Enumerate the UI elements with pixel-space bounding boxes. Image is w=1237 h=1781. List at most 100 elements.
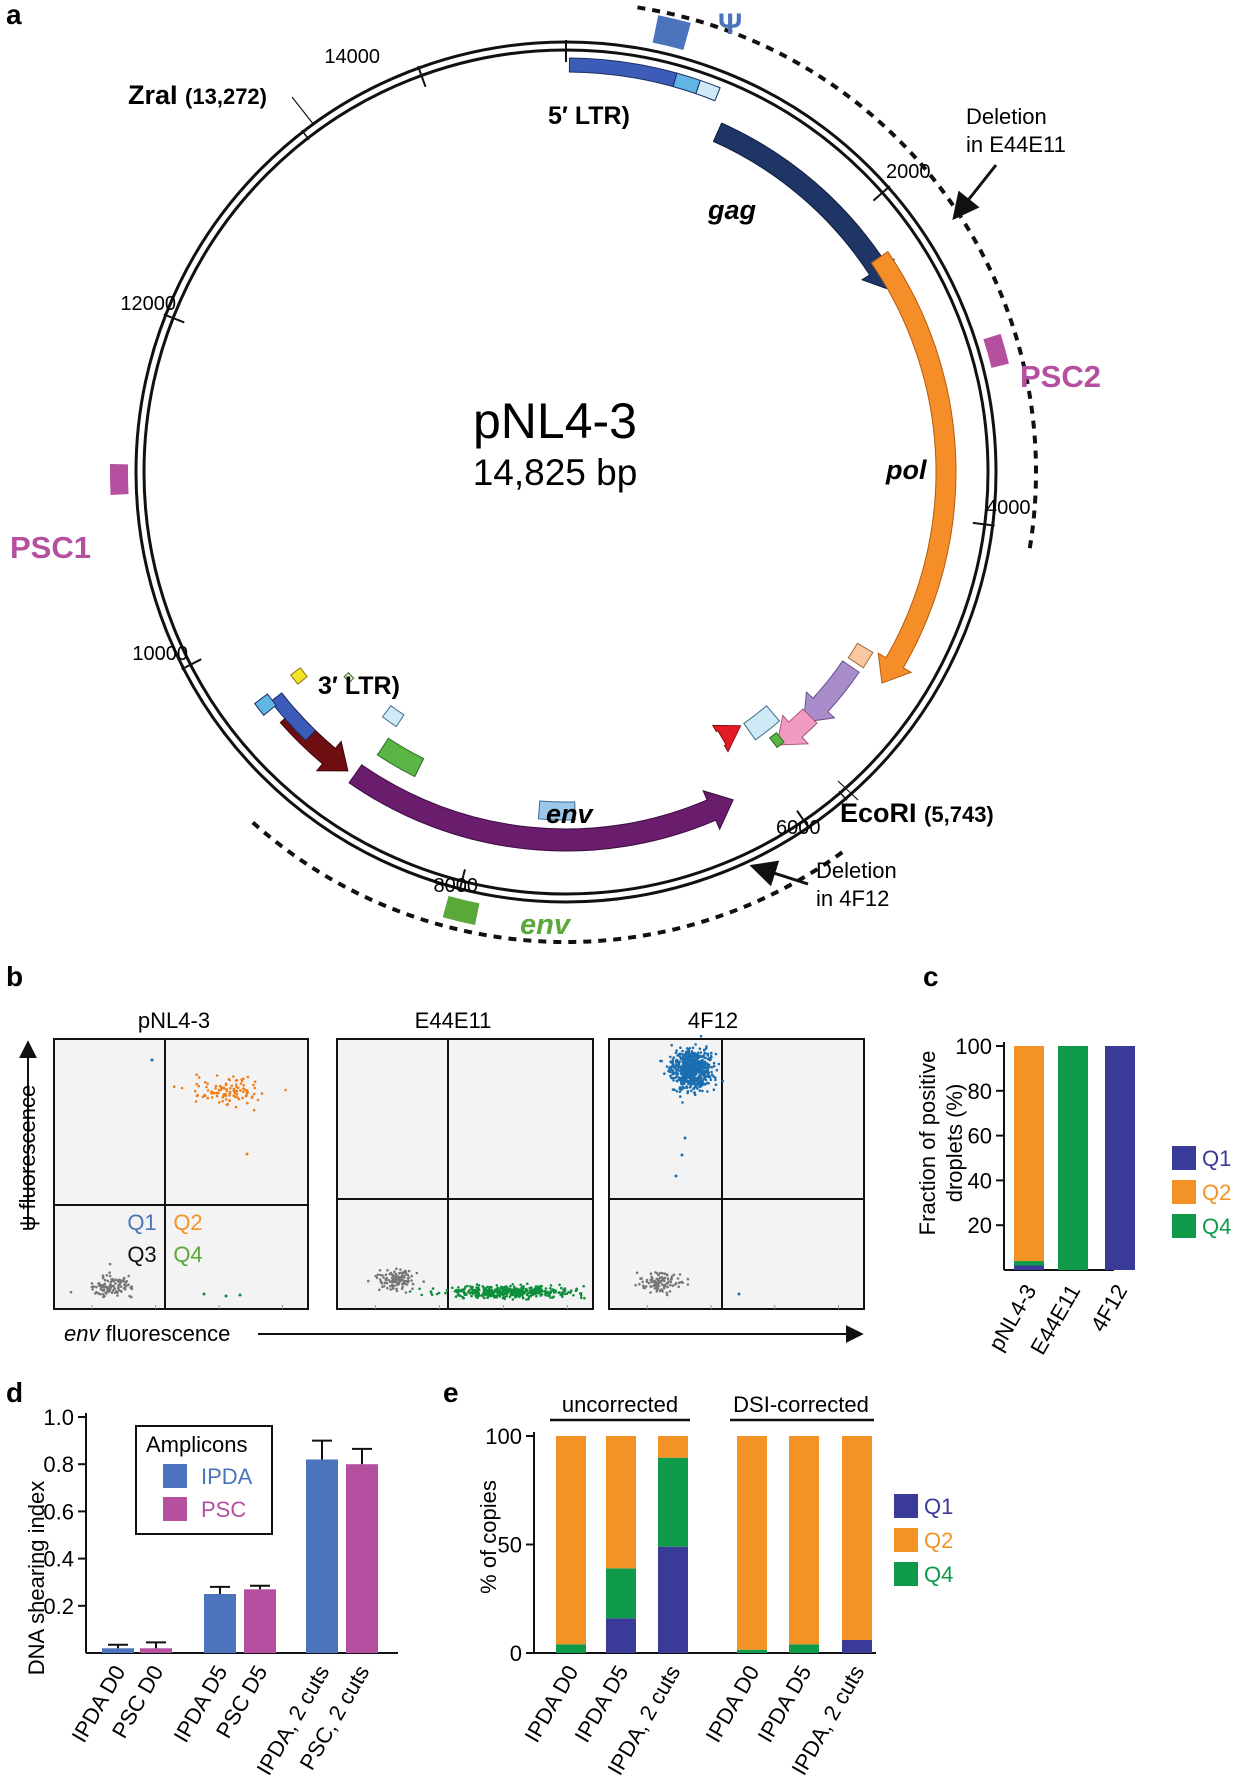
droplet-q4	[477, 1288, 480, 1292]
droplet-q1	[682, 1086, 685, 1090]
droplet-q3	[659, 1271, 662, 1275]
droplet-q3	[378, 1278, 382, 1281]
droplet-q1	[714, 1076, 717, 1080]
droplet-q3	[94, 1292, 97, 1295]
droplet-stray	[737, 1292, 741, 1296]
droplet-q2	[284, 1088, 287, 1092]
droplet-q4	[463, 1287, 467, 1291]
chart-d-legend-swatch-ipda	[163, 1464, 187, 1488]
droplet-q4	[531, 1289, 534, 1293]
droplet-q1	[697, 1056, 700, 1060]
droplet-q3	[634, 1283, 637, 1287]
droplet-q4	[489, 1289, 493, 1292]
droplet-q2	[260, 1092, 264, 1095]
chart-e-bar-q4	[789, 1644, 819, 1653]
droplet-stray	[238, 1293, 242, 1297]
droplet-q3	[400, 1278, 404, 1281]
droplet-q3	[401, 1275, 404, 1278]
chart-e-bar-q2	[842, 1436, 872, 1640]
droplet-q4	[488, 1291, 491, 1294]
droplet-q3	[665, 1273, 669, 1276]
droplet-q2	[212, 1091, 216, 1095]
chart-e-legend-label-q1: Q1	[924, 1494, 953, 1519]
droplet-q1	[714, 1083, 718, 1086]
droplet-q1	[663, 1072, 666, 1075]
droplet-q3	[670, 1277, 673, 1280]
droplet-q1	[693, 1059, 696, 1062]
droplet-q3	[122, 1278, 125, 1281]
droplet-q3	[666, 1285, 669, 1289]
droplet-q1	[675, 1074, 679, 1078]
droplet-q1	[698, 1089, 702, 1092]
droplet-q4	[559, 1293, 562, 1297]
droplet-q4	[540, 1284, 543, 1288]
droplet-q4	[512, 1285, 516, 1289]
plasmid-tick-label-8000: 8000	[434, 875, 479, 897]
droplet-q1	[671, 1076, 675, 1080]
droplet-q3	[677, 1285, 680, 1288]
droplet-stray	[683, 1136, 687, 1140]
droplet-q3	[411, 1282, 415, 1286]
droplet-q1	[671, 1058, 675, 1061]
droplet-q1	[678, 1087, 682, 1090]
droplet-q1	[684, 1068, 688, 1072]
droplet-q3	[124, 1288, 127, 1291]
droplet-stray	[245, 1152, 249, 1156]
droplet-q3	[114, 1291, 117, 1294]
droplet-q1	[707, 1081, 710, 1085]
droplet-q4	[430, 1293, 434, 1297]
droplet-q1	[676, 1054, 679, 1057]
gag-arrow	[712, 122, 895, 291]
droplet-q4	[495, 1291, 498, 1294]
panel-label-b: b	[6, 961, 23, 992]
droplet-q3	[650, 1277, 654, 1280]
ddpcr-title-pnl4-3: pNL4-3	[138, 1008, 210, 1033]
droplet-q1	[689, 1067, 692, 1070]
droplet-q3	[389, 1288, 393, 1291]
droplet-q4	[504, 1288, 507, 1292]
vpr-arrow	[776, 708, 818, 746]
droplet-q1	[678, 1090, 682, 1093]
droplet-q3	[69, 1290, 73, 1294]
droplet-q3	[374, 1274, 378, 1278]
droplet-q3	[119, 1285, 123, 1288]
chart-c-bar-q4	[1058, 1046, 1088, 1270]
droplet-q4	[526, 1282, 529, 1286]
ltr5-r-block	[672, 72, 702, 95]
droplet-q4	[543, 1290, 546, 1293]
droplet-q3	[101, 1274, 105, 1277]
droplet-q4	[525, 1289, 528, 1293]
droplet-q3	[118, 1283, 121, 1287]
droplet-q1	[705, 1074, 709, 1078]
droplet-q1	[684, 1058, 687, 1062]
droplet-q1	[675, 1090, 679, 1093]
droplet-q3	[102, 1288, 106, 1292]
droplet-q3	[114, 1278, 117, 1281]
droplet-q3	[404, 1271, 408, 1274]
droplet-q4	[507, 1290, 510, 1294]
deletion-4f12-line1: Deletion	[816, 858, 897, 883]
droplet-q3	[662, 1278, 665, 1281]
droplet-q1	[686, 1090, 690, 1093]
droplet-q4	[525, 1293, 529, 1297]
chart-d-bar	[346, 1464, 378, 1653]
droplet-q1	[707, 1071, 711, 1074]
droplet-q4	[521, 1296, 525, 1300]
droplet-q4	[561, 1295, 564, 1298]
droplet-q2	[228, 1090, 232, 1094]
droplet-q1	[693, 1083, 697, 1086]
droplet-q2	[237, 1097, 241, 1101]
droplet-q4	[477, 1286, 480, 1290]
droplet-q3	[649, 1285, 652, 1288]
env-probe-marker	[442, 896, 480, 925]
droplet-q1	[684, 1055, 688, 1058]
droplet-q1	[688, 1080, 691, 1083]
droplet-q2	[195, 1094, 199, 1098]
droplet-q3	[635, 1271, 639, 1275]
droplet-q3	[383, 1281, 387, 1285]
droplet-q1	[710, 1066, 714, 1069]
droplet-q3	[91, 1288, 94, 1291]
droplet-q3	[110, 1291, 114, 1294]
plasmid-tick-label-4000: 4000	[986, 497, 1031, 519]
